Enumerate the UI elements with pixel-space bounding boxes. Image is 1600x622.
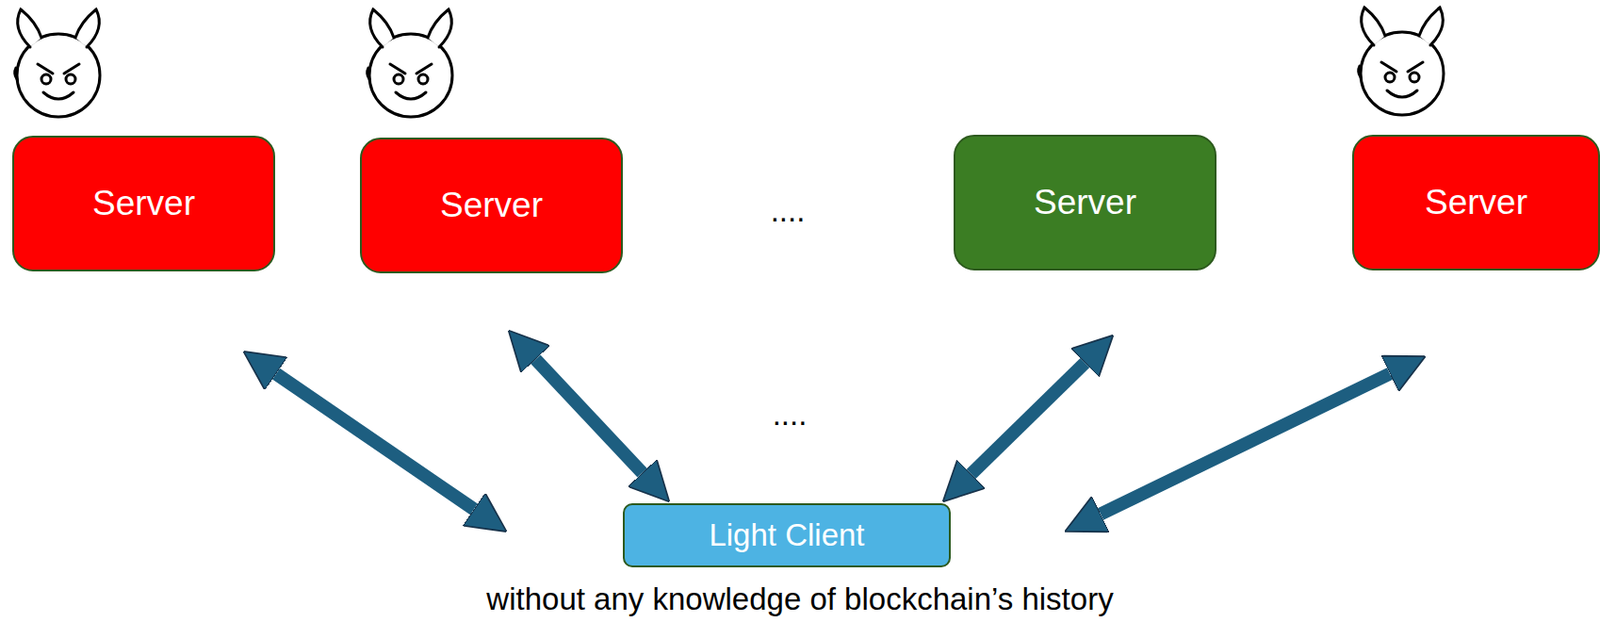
- devil-face: [1358, 7, 1444, 115]
- double-arrow: [1100, 373, 1390, 514]
- double-arrow: [276, 374, 474, 510]
- node-label: Server: [1424, 182, 1528, 223]
- double-arrow: [535, 359, 642, 474]
- server-box: Server: [953, 134, 1217, 271]
- client-box: Light Client: [622, 503, 951, 568]
- server-box: Server: [359, 137, 623, 274]
- devil-face: [15, 9, 100, 117]
- server-box: Server: [12, 135, 276, 272]
- node-label: Light Client: [708, 517, 865, 554]
- server-box: Server: [1352, 134, 1600, 271]
- ellipsis: ....: [772, 396, 808, 433]
- ellipsis: ....: [770, 193, 806, 229]
- node-label: Server: [440, 185, 543, 226]
- devil-face: [367, 9, 453, 117]
- node-label: Server: [1033, 182, 1137, 223]
- caption-note: without any knowledge of blockchain’s hi…: [486, 581, 1113, 618]
- node-label: Server: [92, 183, 196, 224]
- double-arrow: [971, 362, 1086, 474]
